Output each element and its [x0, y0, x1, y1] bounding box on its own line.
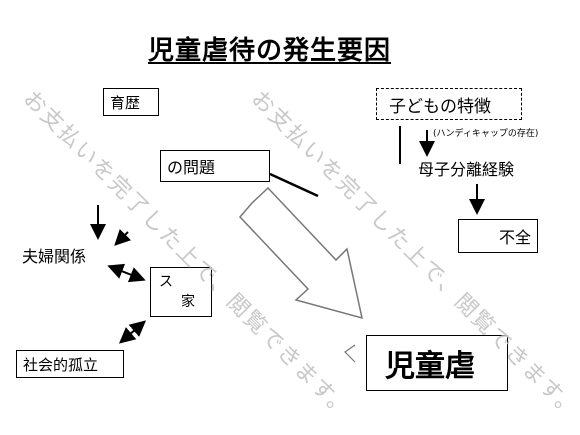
isolation-label: 社会的孤立: [23, 355, 99, 374]
child-traits-label: 子どもの特徴: [389, 96, 491, 117]
to-couple-diagonal-arrow: [114, 228, 132, 246]
couple-label: 夫婦関係: [22, 247, 87, 266]
problem-label: の問題: [167, 158, 216, 177]
page-title: 児童虐待の発生要因: [148, 36, 392, 66]
child-traits-box: 子どもの特徴: [376, 88, 522, 120]
upbringing-box: 育歴: [103, 88, 159, 116]
couple-stress-arrow: [107, 263, 146, 283]
problem-box: の問題: [160, 150, 270, 182]
separation-label: 母子分離経験: [418, 160, 515, 179]
upbringing-label: 育歴: [110, 93, 141, 112]
stress-box: ス 家: [150, 267, 212, 317]
main-flow-arrow: [238, 186, 363, 320]
problem-connector: [269, 172, 319, 198]
child-abuse-label: 児童虐: [385, 349, 475, 384]
stress-label-bottom: 家: [181, 294, 195, 310]
handicap-note: (ハンディキャップの存在): [433, 129, 539, 139]
stress-label-top: ス: [159, 274, 173, 290]
abuse-bracket: [344, 344, 356, 363]
child-abuse-box: 児童虐: [366, 335, 508, 391]
failure-box: 不全: [458, 219, 538, 253]
isolation-box: 社会的孤立: [16, 350, 124, 378]
isolation-stress-arrow: [118, 320, 147, 344]
failure-label: 不全: [498, 228, 531, 247]
